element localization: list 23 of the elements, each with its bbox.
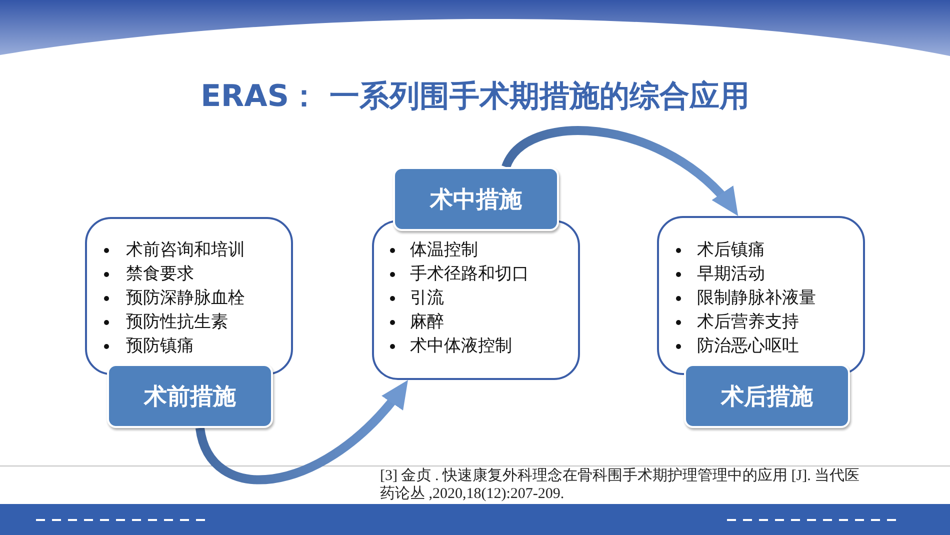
list-item: 术后营养支持 <box>697 311 799 334</box>
list-item: 术中体液控制 <box>410 335 512 358</box>
list-item: 预防深静脉血栓 <box>126 287 245 310</box>
list-item: 限制静脉补液量 <box>697 287 816 310</box>
label-box: 术中措施 <box>393 167 559 231</box>
list-item: 手术径路和切口 <box>410 263 529 286</box>
list-item: 术前咨询和培训 <box>126 239 245 262</box>
list-box <box>657 216 865 375</box>
list-item: 预防镇痛 <box>126 335 194 358</box>
list-item: 预防性抗生素 <box>126 311 228 334</box>
list-item: 早期活动 <box>697 263 765 286</box>
list-item: 体温控制 <box>410 239 478 262</box>
list-item: 禁食要求 <box>126 263 194 286</box>
list-item: 麻醉 <box>410 311 444 334</box>
list-item: 防治恶心呕吐 <box>697 335 799 358</box>
title: ERAS： 一系列围手术期措施的综合应用 <box>200 78 750 116</box>
list-item: 引流 <box>410 287 444 310</box>
list-item: 术后镇痛 <box>697 239 765 262</box>
citation-text: [3] 金贞 . 快速康复外科理念在骨科围手术期护理管理中的应用 [J]. 当代医药论丛 ,2020,18(12):207-209. <box>380 467 861 503</box>
label-box: 术前措施 <box>107 364 273 428</box>
list-box <box>372 220 580 380</box>
list-box <box>85 217 293 375</box>
label-box: 术后措施 <box>684 364 850 428</box>
